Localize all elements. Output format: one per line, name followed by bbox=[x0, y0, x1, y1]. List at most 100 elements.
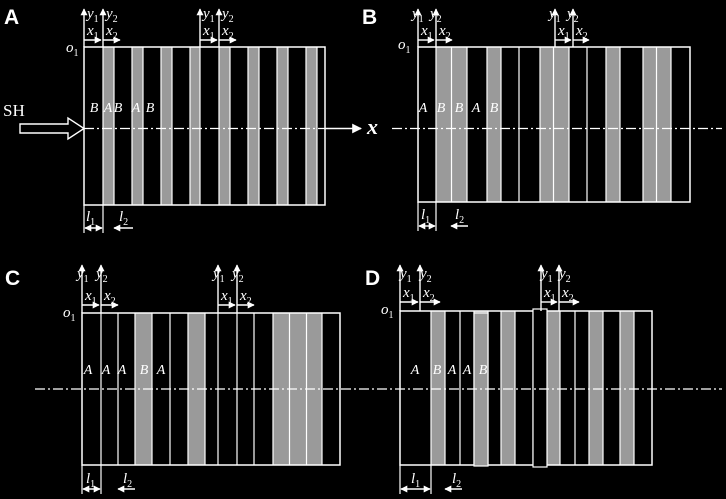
incident-wave-label: SH bbox=[3, 101, 25, 120]
layer-label: A bbox=[131, 101, 141, 116]
x1-label: x1 bbox=[202, 23, 215, 42]
panel-label-d: D bbox=[365, 267, 380, 290]
x1-label-subscript: 1 bbox=[228, 296, 233, 307]
panel-label-a: A bbox=[4, 6, 19, 29]
layer-label: A bbox=[410, 363, 420, 378]
x1-label: x1 bbox=[402, 285, 415, 304]
origin-label: o1 bbox=[381, 302, 394, 321]
y2-label-subscript: 2 bbox=[427, 274, 432, 285]
layer-label: A bbox=[103, 101, 113, 116]
y2-label-subscript: 2 bbox=[229, 14, 234, 25]
panel-label-c: C bbox=[5, 267, 20, 290]
x2-label-letter: x bbox=[105, 23, 113, 39]
x1-label-subscript: 1 bbox=[410, 293, 415, 304]
x1-label-letter: x bbox=[543, 285, 551, 301]
origin-label-letter: o bbox=[398, 37, 406, 53]
l1-label-letter: l bbox=[86, 209, 90, 225]
panel-label-b: B bbox=[362, 6, 377, 29]
x1-label-letter: x bbox=[202, 23, 210, 39]
gray-layer bbox=[452, 47, 467, 202]
gray-layer bbox=[277, 47, 288, 205]
y1-label-letter: y bbox=[201, 6, 210, 22]
gray-layer bbox=[657, 47, 671, 202]
gray-layer bbox=[487, 47, 501, 202]
x1-label-subscript: 1 bbox=[565, 31, 570, 42]
y1-label: y1 bbox=[211, 266, 225, 285]
origin-label-subscript: 1 bbox=[71, 313, 76, 324]
l2-label-subscript: 2 bbox=[127, 479, 132, 490]
gray-layer bbox=[620, 311, 634, 465]
gray-layer bbox=[273, 313, 289, 465]
y2-label-subscript: 2 bbox=[239, 274, 244, 285]
l2-label: l2 bbox=[119, 209, 128, 228]
gray-layer bbox=[501, 311, 515, 465]
y2-label: y2 bbox=[557, 266, 571, 285]
gray-layer bbox=[436, 47, 451, 202]
incident-wave: SH bbox=[3, 101, 86, 141]
layer-label: B bbox=[479, 363, 488, 378]
x2-label-letter: x bbox=[575, 23, 583, 39]
x2-label: x2 bbox=[221, 23, 234, 42]
x1-label-subscript: 1 bbox=[551, 293, 556, 304]
layer-label: A bbox=[117, 363, 127, 378]
gray-layer bbox=[219, 47, 230, 205]
x2-label-subscript: 2 bbox=[430, 293, 435, 304]
x1-label: x1 bbox=[84, 288, 97, 307]
x1-label: x1 bbox=[543, 285, 556, 304]
x1-label: x1 bbox=[420, 23, 433, 42]
layer-label: B bbox=[437, 101, 446, 116]
y1-label: y1 bbox=[539, 266, 553, 285]
y2-label-letter: y bbox=[557, 266, 566, 282]
y1-label: y1 bbox=[398, 266, 412, 285]
gray-layer bbox=[606, 47, 620, 202]
x2-label-letter: x bbox=[221, 23, 229, 39]
x2-label-letter: x bbox=[103, 288, 111, 304]
y1-label-subscript: 1 bbox=[556, 14, 561, 25]
x1-label-letter: x bbox=[557, 23, 565, 39]
x1-label: x1 bbox=[557, 23, 570, 42]
layer-label: B bbox=[146, 101, 155, 116]
layer-label: B bbox=[433, 363, 442, 378]
y1-label-subscript: 1 bbox=[210, 14, 215, 25]
x1-label-letter: x bbox=[86, 23, 94, 39]
y2-label: y2 bbox=[220, 6, 234, 25]
y2-label-letter: y bbox=[104, 6, 113, 22]
l2-label: l2 bbox=[123, 471, 132, 490]
gray-layer bbox=[190, 47, 200, 205]
l1-label: l1 bbox=[86, 471, 95, 490]
x1-label-letter: x bbox=[402, 285, 410, 301]
gray-layer bbox=[132, 47, 143, 205]
l1-label-subscript: 1 bbox=[90, 479, 95, 490]
structure-outline bbox=[417, 46, 691, 203]
y2-label-letter: y bbox=[418, 266, 427, 282]
y1-label-letter: y bbox=[547, 6, 556, 22]
gray-layer bbox=[188, 313, 205, 465]
x2-label: x2 bbox=[105, 23, 118, 42]
l2-label-letter: l bbox=[119, 209, 123, 225]
x2-label: x2 bbox=[239, 288, 252, 307]
y1-label-letter: y bbox=[398, 266, 407, 282]
gray-layer bbox=[554, 47, 569, 202]
x2-label-letter: x bbox=[438, 23, 446, 39]
layer-label: B bbox=[90, 101, 99, 116]
y2-label: y2 bbox=[94, 266, 108, 285]
x1-label-letter: x bbox=[220, 288, 228, 304]
x2-label-letter: x bbox=[561, 285, 569, 301]
structure-outline bbox=[81, 312, 341, 466]
gray-layer bbox=[547, 311, 560, 465]
x1-label-letter: x bbox=[420, 23, 428, 39]
y1-label: y1 bbox=[547, 6, 561, 25]
y1-label: y1 bbox=[85, 6, 99, 25]
l1-label-letter: l bbox=[86, 471, 90, 487]
